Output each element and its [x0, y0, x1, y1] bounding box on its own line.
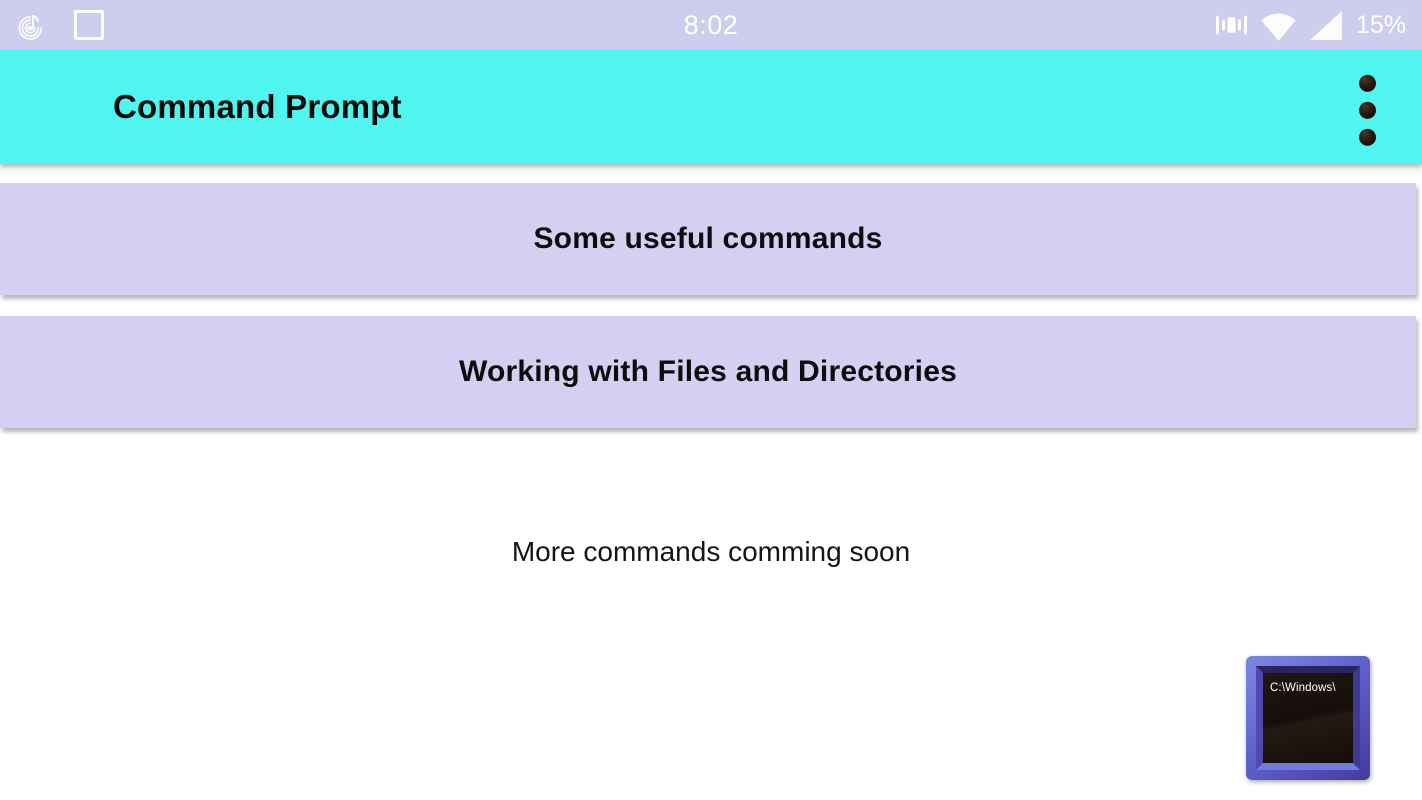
overflow-dot	[1359, 128, 1376, 146]
square-outline-icon	[74, 10, 104, 40]
wifi-icon	[1261, 13, 1296, 41]
overflow-dot	[1359, 101, 1376, 119]
logo-screen-text: C:\Windows\	[1263, 673, 1353, 763]
page-title: Command Prompt	[113, 88, 402, 125]
music-note-icon	[18, 14, 43, 40]
status-bar-right: 15%	[1036, 10, 1406, 41]
clock: 8:02	[683, 9, 739, 40]
status-bar: 8:02 15%	[0, 0, 1422, 50]
app-bar: Command Prompt	[0, 50, 1422, 164]
coming-soon-note: More commands comming soon	[511, 536, 911, 567]
overflow-menu-button[interactable]	[1353, 69, 1382, 152]
cellular-signal-icon	[1310, 10, 1342, 40]
command-prompt-logo-icon: C:\Windows\	[1246, 656, 1370, 780]
menu-button-files-directories[interactable]: Working with Files and Directories	[0, 316, 1416, 428]
overflow-dot	[1359, 74, 1376, 92]
logo-bevel: C:\Windows\	[1256, 666, 1360, 770]
status-bar-left	[16, 9, 386, 41]
battery-percent: 15%	[1355, 10, 1406, 39]
vibrate-icon	[1215, 15, 1247, 35]
menu-button-useful-commands[interactable]: Some useful commands	[0, 183, 1416, 295]
